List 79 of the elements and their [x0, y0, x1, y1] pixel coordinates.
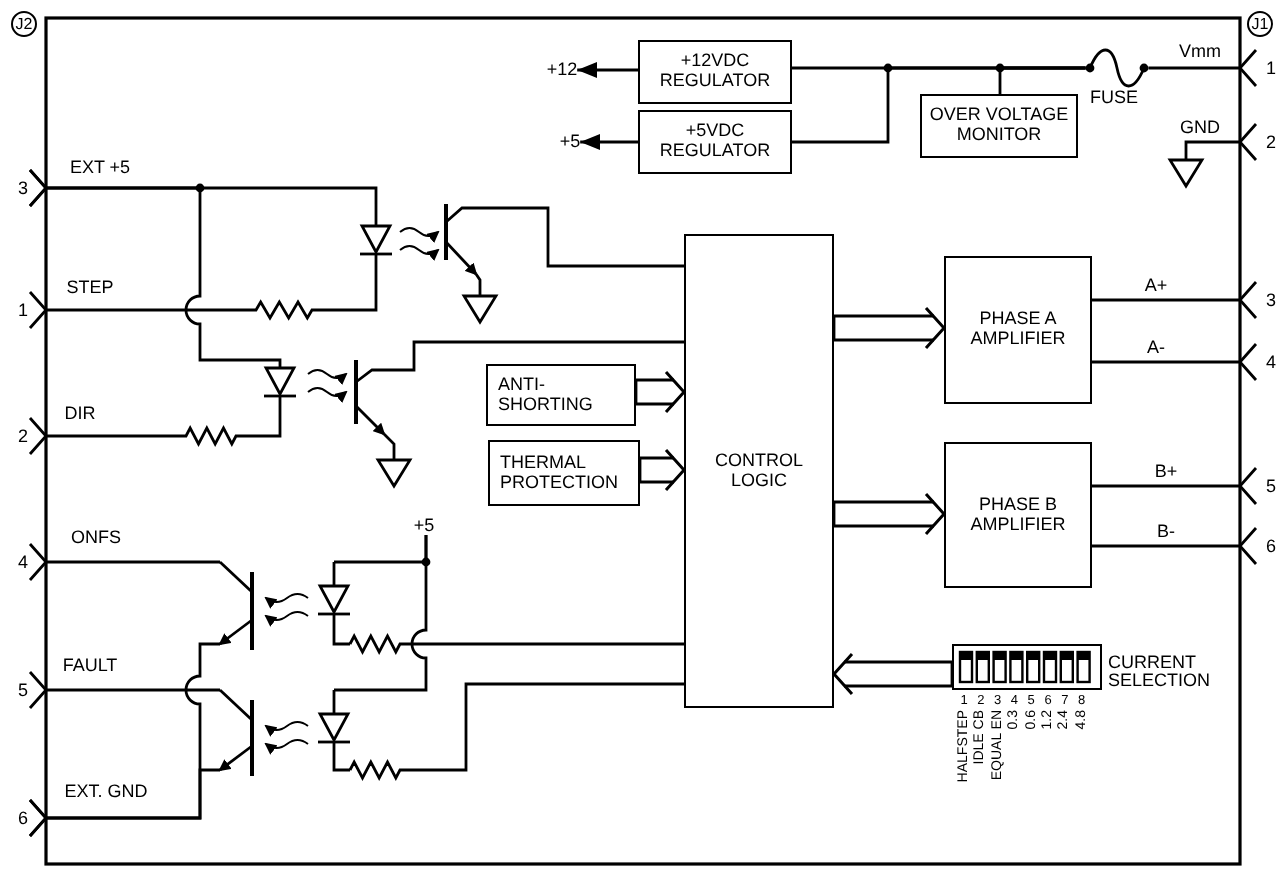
pin-number: 1 — [1240, 48, 1280, 88]
supply-label: +12 — [546, 61, 578, 79]
fuse-symbol — [1085, 48, 1149, 88]
double-line-arrow — [832, 652, 954, 696]
edge-label: GND — [1180, 119, 1220, 137]
edge-label: FAULT — [62, 657, 118, 675]
connector-id: J1 — [1247, 11, 1273, 37]
regulator-block — [638, 40, 792, 104]
wire — [1092, 342, 1258, 382]
arrow — [577, 62, 638, 78]
block-label: PHASE A AMPLIFIER — [968, 310, 1068, 350]
protection-block — [488, 440, 640, 506]
wire — [410, 340, 684, 372]
regulator-block — [638, 110, 792, 174]
pin-number: 4 — [1240, 342, 1280, 382]
edge-label: A- — [1147, 339, 1165, 357]
wire — [1092, 280, 1258, 320]
block-label: PHASE B AMPLIFIER — [968, 495, 1068, 535]
double-line-arrow — [638, 448, 686, 492]
supply-label: +5 — [559, 133, 581, 151]
block-label: +12VDC REGULATOR — [657, 52, 773, 92]
pin-number: 5 — [12, 670, 46, 710]
wire — [348, 682, 684, 782]
wire — [496, 206, 684, 268]
edge-label: EXT. GND — [64, 783, 148, 801]
wire — [28, 290, 360, 330]
pin-number: 1 — [12, 290, 46, 330]
wire — [332, 535, 428, 692]
edge-label: DIR — [64, 405, 96, 423]
ground-symbol — [1167, 158, 1205, 189]
monitor-block — [920, 94, 1078, 158]
wire — [28, 670, 220, 710]
wire — [28, 168, 264, 362]
edge-label: STEP — [66, 279, 114, 297]
double-line-arrow — [634, 370, 686, 414]
block-label: ANTI-SHORTING — [498, 375, 595, 415]
edge-label: B+ — [1154, 463, 1178, 481]
wire — [28, 542, 220, 582]
block-label: OVER VOLTAGE MONITOR — [927, 106, 1071, 146]
block-label: +5VDC REGULATOR — [657, 122, 773, 162]
pin-number: 6 — [1240, 526, 1280, 566]
protection-block — [486, 364, 636, 426]
optocoupler-symbol — [218, 688, 351, 776]
dip-switch — [952, 644, 1102, 690]
supply-label: +5 — [413, 517, 435, 535]
logic-block — [684, 234, 834, 708]
wire — [1092, 466, 1258, 506]
double-line-arrow — [832, 306, 946, 350]
optocoupler-symbol — [263, 358, 413, 489]
wire — [998, 66, 1086, 94]
switch-caption: CURRENT SELECTION — [1108, 654, 1213, 692]
wire — [1148, 48, 1258, 88]
wire — [1092, 526, 1258, 566]
amplifier-block — [944, 256, 1092, 404]
edge-label: Vmm — [1179, 43, 1221, 61]
arrow — [580, 134, 638, 150]
connector-id: J2 — [11, 11, 37, 37]
wire — [28, 768, 220, 838]
pin-number: 3 — [1240, 280, 1280, 320]
amplifier-block — [944, 442, 1092, 588]
edge-label: ONFS — [71, 529, 121, 547]
pin-number: 2 — [1240, 122, 1280, 162]
pin-number: 4 — [12, 542, 46, 582]
block-label: THERMAL PROTECTION — [500, 453, 621, 493]
pin-number: 3 — [12, 168, 46, 208]
pin-number: 6 — [12, 798, 46, 838]
wire — [348, 632, 684, 656]
pin-number: 2 — [12, 416, 46, 456]
edge-label: EXT +5 — [69, 159, 131, 177]
optocoupler-symbol — [359, 204, 499, 325]
optocoupler-symbol — [218, 560, 351, 650]
pin-number: 5 — [1240, 466, 1280, 506]
wire — [1184, 122, 1258, 162]
double-line-arrow — [832, 492, 946, 536]
edge-label: A+ — [1144, 277, 1168, 295]
edge-label: B- — [1157, 523, 1175, 541]
part-label: FUSE — [1090, 89, 1138, 107]
wire — [28, 416, 264, 456]
block-label: CONTROL LOGIC — [712, 451, 805, 491]
